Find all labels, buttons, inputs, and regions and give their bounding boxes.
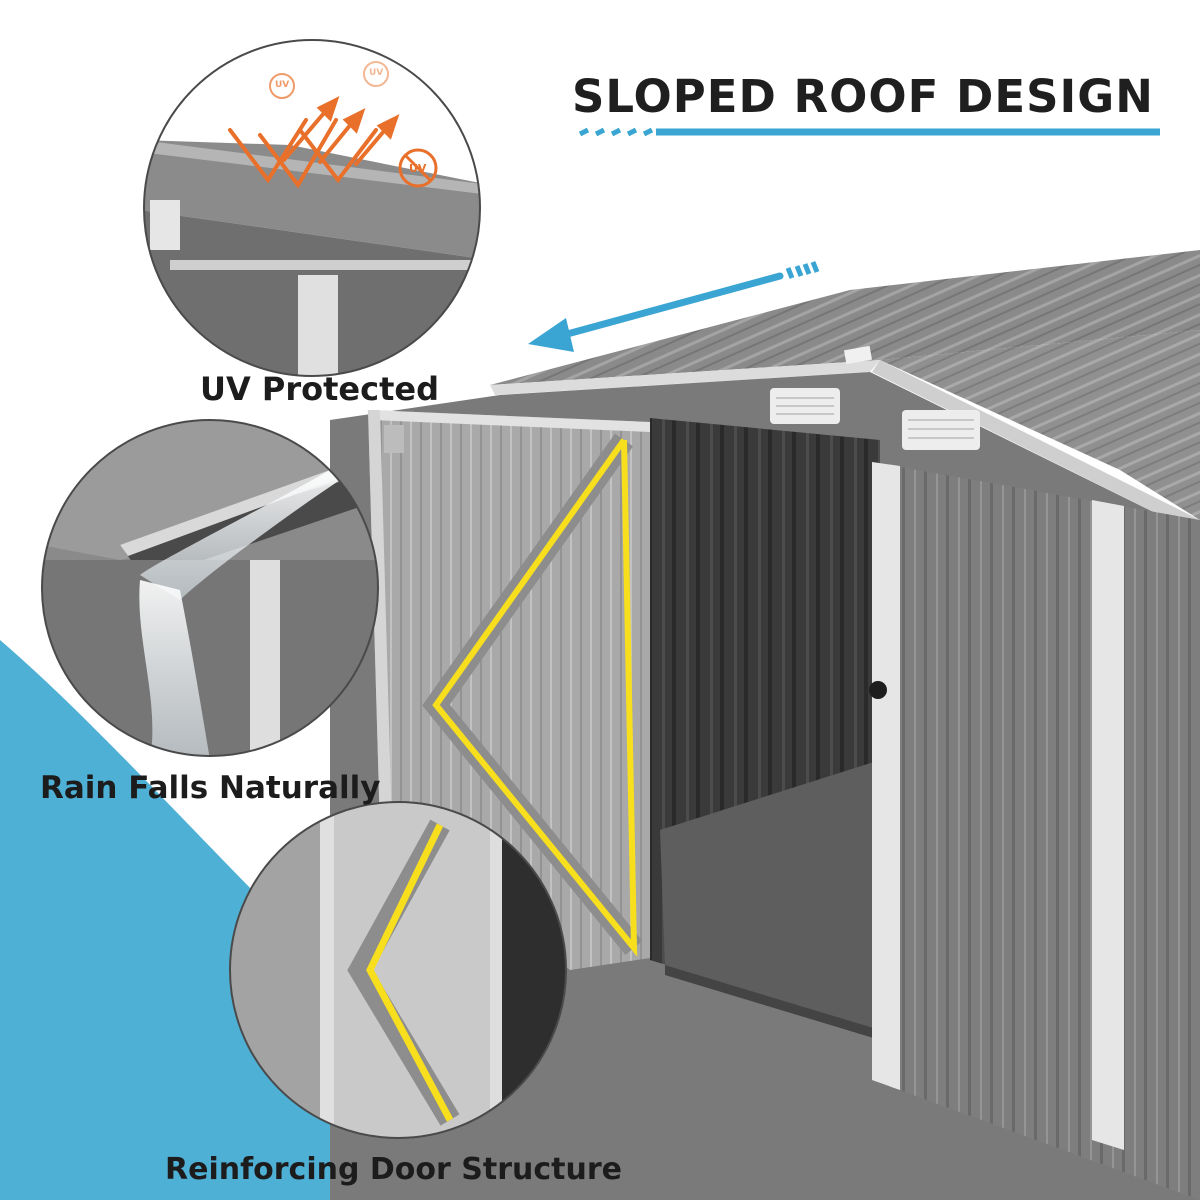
feature-label-uv: UV Protected — [200, 370, 439, 408]
uv-badge-text-3: UV — [409, 162, 427, 175]
slope-direction-arrow-icon — [528, 261, 820, 352]
sloped-roof — [490, 250, 1200, 535]
closed-door-panel — [869, 462, 1200, 1200]
feature-label-door: Reinforcing Door Structure — [165, 1152, 622, 1187]
feature-label-rain: Rain Falls Naturally — [40, 770, 381, 806]
headline: SLOPED ROOF DESIGN — [572, 70, 1154, 123]
door-lock-icon — [869, 681, 887, 699]
uv-badge-text-2: UV — [369, 68, 384, 78]
shed-interior — [650, 418, 880, 1040]
uv-badge-icon — [269, 61, 438, 188]
uv-badge-text-1: UV — [275, 80, 290, 90]
